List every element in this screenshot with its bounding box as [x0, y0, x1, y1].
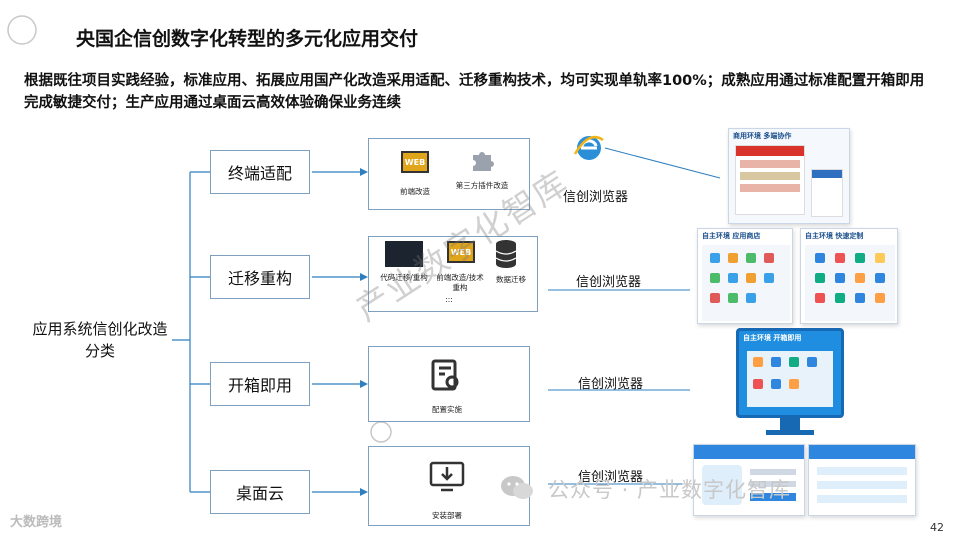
screen-title: 商用环境 多端协作 [733, 132, 792, 140]
custom-tile [835, 273, 845, 283]
item-tech-refactor: 前端改造/技术重构 [436, 273, 484, 292]
screen-app-store: 自主环境 应用商店 [697, 228, 793, 324]
app-tile [728, 253, 738, 263]
panel-terminal: WEB 前端改造 第三方插件改造 [368, 138, 530, 210]
app-tile [728, 273, 738, 283]
custom-tile [835, 253, 845, 263]
app-tile [710, 273, 720, 283]
browser-label-4: 信创浏览器 [578, 470, 644, 485]
window-field [750, 469, 796, 475]
custom-tile [875, 293, 885, 303]
screen-quick-custom: 自主环境 快速定制 [800, 228, 898, 324]
root-node: 应用系统信创化改造分类 [32, 320, 168, 360]
app-tile [807, 357, 817, 367]
app-tile [771, 357, 781, 367]
category-desktop-cloud: 桌面云 [210, 470, 310, 514]
code-icon [385, 241, 423, 267]
screen-commercial: 商用环境 多端协作 [728, 128, 850, 224]
app-grid [702, 245, 790, 321]
screen-cloud-window-1 [693, 444, 805, 516]
app-tile [753, 379, 763, 389]
category-migration: 迁移重构 [210, 255, 310, 299]
custom-grid [805, 245, 895, 321]
browser-label-1: 信创浏览器 [563, 190, 629, 205]
app-tile [771, 379, 781, 389]
install-icon [429, 461, 465, 493]
page-title: 央国企信创数字化转型的多元化应用交付 [76, 28, 419, 50]
page-number: 42 [930, 521, 944, 534]
app-tile [710, 293, 720, 303]
monitor-stand [780, 418, 800, 430]
custom-tile [855, 293, 865, 303]
item-frontend: 前端改造 [400, 187, 430, 196]
custom-tile [875, 253, 885, 263]
app-tile [764, 253, 774, 263]
ie-browser-icon [572, 132, 606, 164]
app-tile [753, 357, 763, 367]
item-config: 配置实施 [432, 405, 462, 414]
category-terminal-adapt: 终端适配 [210, 150, 310, 194]
app-tile [746, 253, 756, 263]
app-tile [789, 379, 799, 389]
window-field [750, 481, 796, 487]
monitor-content [747, 351, 833, 407]
item-plugin: 第三方插件改造 [455, 181, 509, 190]
screen-title: 自主环境 应用商店 [702, 232, 761, 240]
custom-tile [855, 273, 865, 283]
window-titlebar [809, 445, 915, 459]
custom-tile [815, 273, 825, 283]
app-tile [746, 293, 756, 303]
item-code-migration: 代码迁移/重构 [380, 273, 428, 282]
wechat-icon [500, 474, 534, 502]
app-tile [764, 273, 774, 283]
custom-tile [875, 273, 885, 283]
window-panel [702, 465, 742, 505]
window-row [817, 495, 907, 503]
panel-out-of-box: 配置实施 [368, 346, 530, 422]
window-row [817, 481, 907, 489]
monitor-frame: 自主环境 开箱即用 [736, 328, 844, 418]
window-row [817, 467, 907, 475]
custom-tile [835, 293, 845, 303]
brand-logo: 大数跨境 [10, 515, 63, 530]
screen-title: 自主环境 开箱即用 [743, 334, 802, 342]
window-titlebar [694, 445, 804, 459]
dots-label: ::: [445, 295, 453, 304]
monitor-base [766, 430, 814, 435]
item-data-migration: 数据迁移 [496, 275, 526, 284]
screen-out-of-box-monitor: 自主环境 开箱即用 [736, 328, 844, 438]
page-subtitle: 根据既往项目实践经验，标准应用、拓展应用国产化改造采用适配、迁移重构技术，均可实… [24, 73, 925, 111]
puzzle-icon [469, 149, 495, 173]
browser-label-2: 信创浏览器 [576, 275, 642, 290]
screen-mockup [735, 145, 805, 215]
custom-tile [855, 253, 865, 263]
app-tile [710, 253, 720, 263]
database-icon [495, 239, 517, 269]
app-tile [746, 273, 756, 283]
web-icon: WEB [401, 151, 429, 173]
custom-tile [815, 293, 825, 303]
item-install: 安装部署 [432, 511, 462, 520]
custom-tile [815, 253, 825, 263]
browser-label-3: 信创浏览器 [578, 377, 644, 392]
web-icon: WEB [447, 241, 475, 263]
category-out-of-box: 开箱即用 [210, 362, 310, 406]
screen-cloud-window-2 [808, 444, 916, 516]
config-icon [431, 359, 461, 391]
panel-migration: WEB 代码迁移/重构 前端改造/技术重构 数据迁移 ::: [368, 236, 538, 312]
screen-mobile-mockup [811, 169, 843, 217]
screen-title: 自主环境 快速定制 [805, 232, 864, 240]
app-tile [728, 293, 738, 303]
app-tile [789, 357, 799, 367]
window-button [750, 493, 796, 501]
bottom-watermark: 公众号 · 产业数字化智库 [548, 478, 792, 502]
